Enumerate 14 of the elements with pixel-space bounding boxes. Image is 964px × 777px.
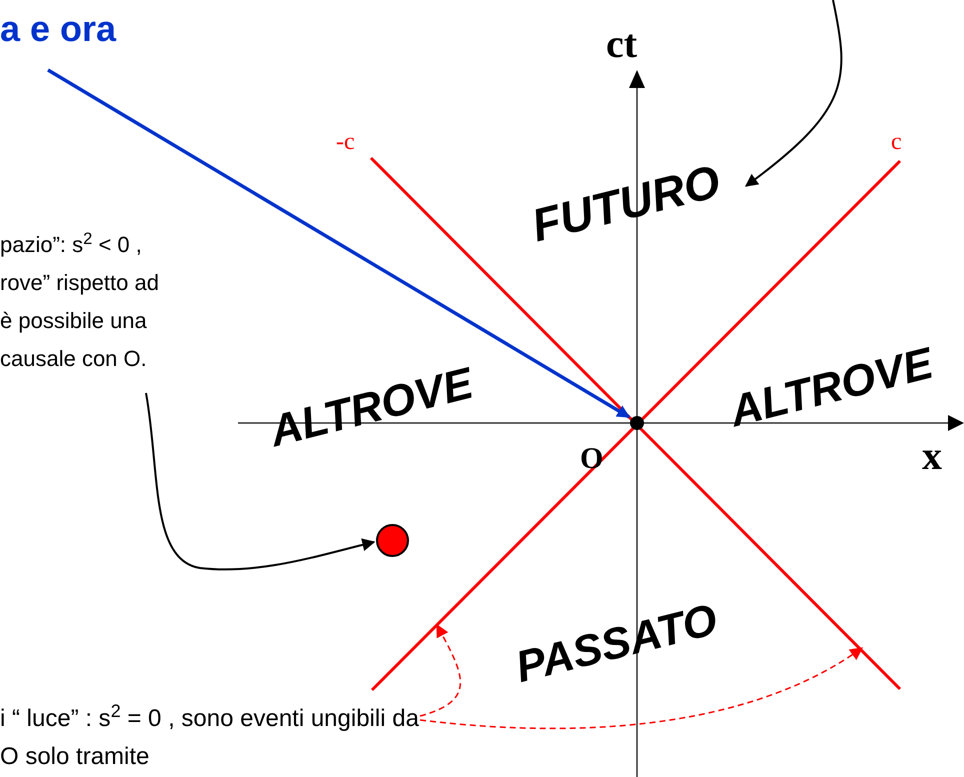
arrow xyxy=(420,647,864,730)
arrow xyxy=(145,392,376,570)
arrow xyxy=(420,624,462,717)
arrow xyxy=(47,68,630,418)
region-label: FUTURO xyxy=(527,158,724,248)
axis-label: x xyxy=(922,436,942,476)
origin-label: O xyxy=(580,441,604,477)
title-text: a e ora xyxy=(0,7,116,51)
line-label: c xyxy=(891,130,902,154)
note-text: i “ luce” : s$^{2}$ = 0 , sono eventi ungibili da O solo tramite xyxy=(0,700,420,772)
line-label: -c xyxy=(336,130,355,154)
axis-label: ct xyxy=(606,24,638,64)
note-text: pazio”: s$^{2}$ < 0 , rove” rispetto ad è possibile una causale con O. xyxy=(0,228,160,373)
arrow xyxy=(744,0,842,187)
